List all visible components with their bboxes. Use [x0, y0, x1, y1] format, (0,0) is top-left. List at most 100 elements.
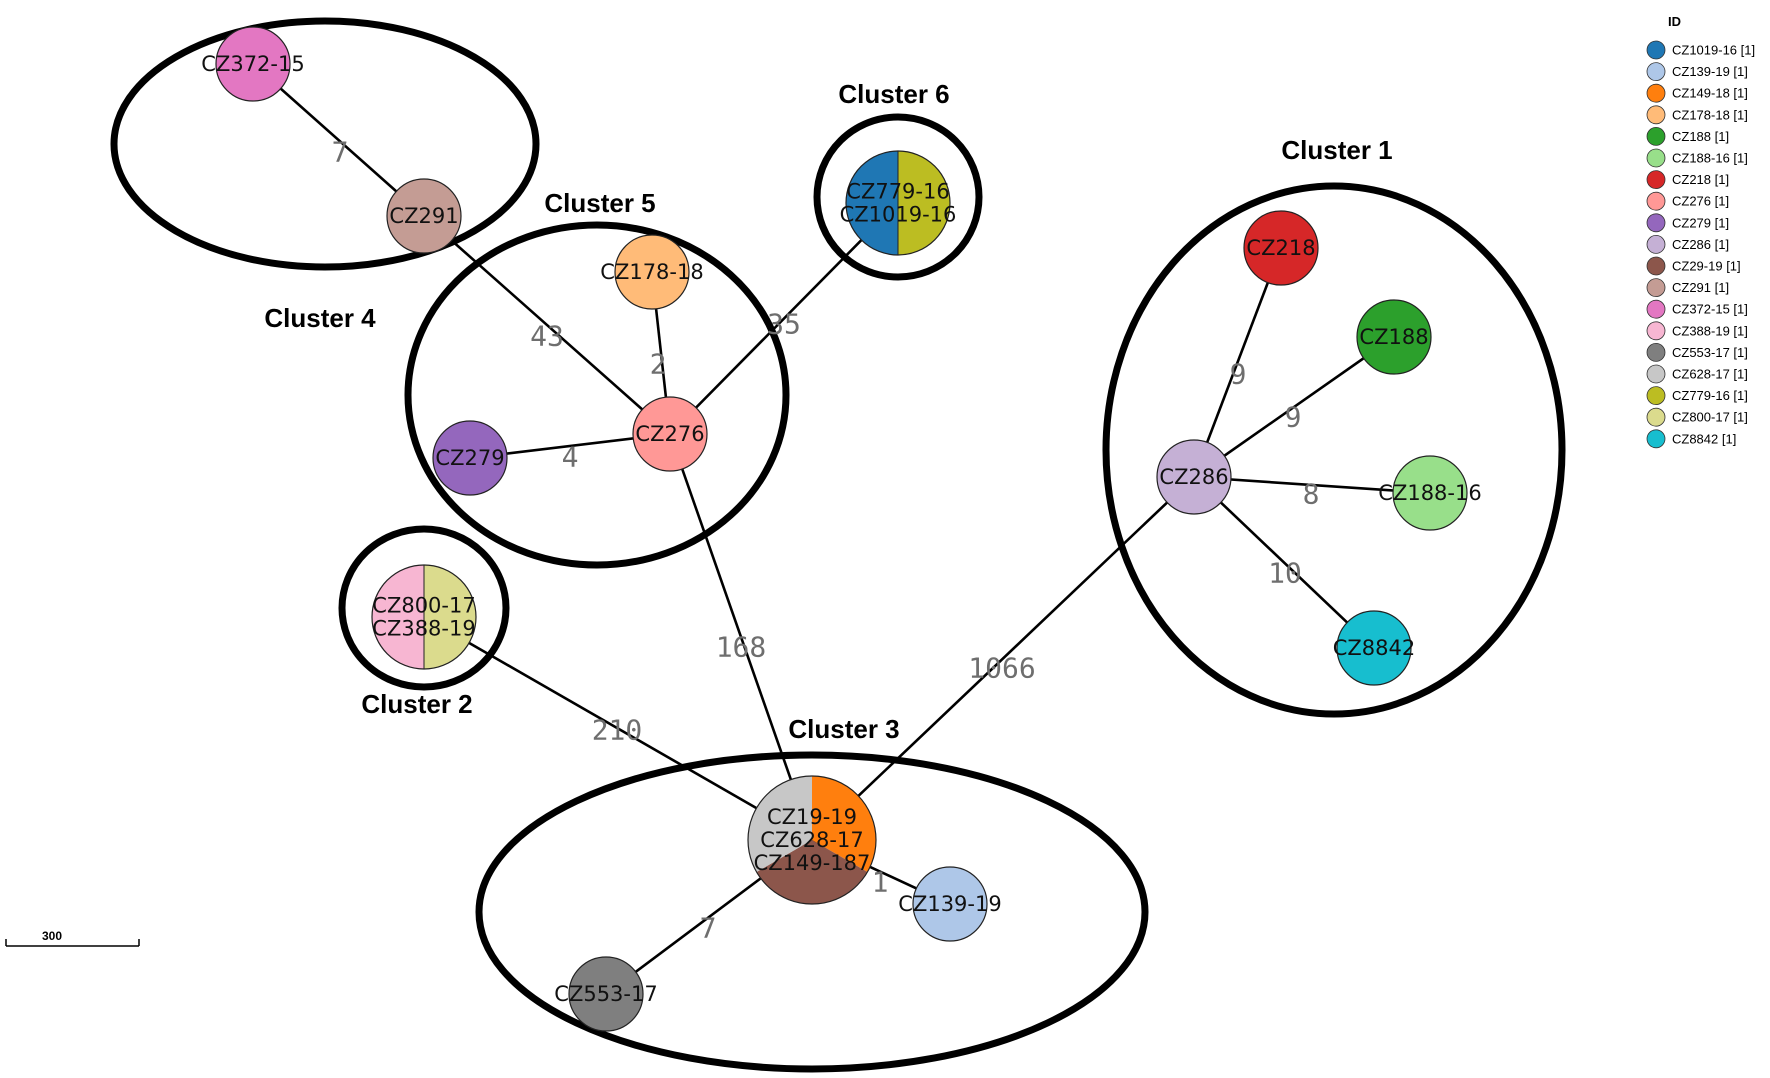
node-n_cz8842[interactable]: CZ8842 — [1333, 610, 1416, 686]
node-slice — [812, 776, 876, 872]
cluster4-outline — [110, 17, 540, 271]
edge-n_cz276-n_cluster3 — [668, 433, 814, 841]
node-n_cz286[interactable]: CZ286 — [1156, 439, 1232, 515]
node-label: CZ388-19 — [372, 617, 475, 641]
node-label: CZ279 — [435, 446, 504, 470]
node-n_cz188_16[interactable]: CZ188-16 — [1378, 455, 1482, 531]
legend-item: CZ218 [1] — [1646, 170, 1729, 190]
legend-item-label: CZ800-17 [1] — [1672, 410, 1748, 425]
cluster3-outline — [475, 751, 1149, 1073]
edge-n_cz218-n_cz286 — [1192, 247, 1283, 478]
node-label: CZ178-18 — [600, 260, 703, 284]
legend-swatch — [1646, 234, 1666, 254]
edge-distance-label: 8 — [1303, 478, 1320, 511]
node-n_cz553[interactable]: CZ553-17 — [554, 956, 658, 1032]
legend-swatch — [1646, 83, 1666, 103]
legend: ID CZ1019-16 [1]CZ139-19 [1]CZ149-18 [1]… — [1646, 14, 1755, 449]
node-outline — [432, 420, 508, 496]
node-n_cz218[interactable]: CZ218 — [1243, 210, 1319, 286]
legend-item: CZ553-17 [1] — [1646, 342, 1748, 362]
edges-layer — [252, 63, 1431, 996]
node-fill — [1337, 611, 1411, 685]
node-label: CZ628-17 — [760, 828, 863, 852]
node-slice — [898, 151, 950, 255]
node-outline — [568, 956, 644, 1032]
cluster2-outline — [338, 525, 510, 691]
legend-item-label: CZ218 [1] — [1672, 172, 1729, 187]
cluster5-outline — [404, 221, 790, 569]
node-label: CZ291 — [389, 204, 458, 228]
edge-n_cz286-n_cluster3 — [811, 476, 1195, 841]
legend-swatch — [1646, 407, 1666, 427]
node-n_cz372[interactable]: CZ372-15 — [201, 26, 305, 102]
node-slice — [424, 565, 476, 669]
node-outline — [215, 26, 291, 102]
node-n_cz139[interactable]: CZ139-19 — [898, 866, 1002, 942]
legend-swatch — [1646, 213, 1666, 233]
node-fill — [1244, 211, 1318, 285]
legend-item: CZ800-17 [1] — [1646, 407, 1748, 427]
cluster5-label: Cluster 5 — [544, 188, 655, 218]
legend-item-label: CZ279 [1] — [1672, 215, 1729, 230]
node-slice — [756, 840, 868, 904]
node-fill — [216, 27, 290, 101]
cluster2-label: Cluster 2 — [361, 689, 472, 719]
legend-item-label: CZ8842 [1] — [1672, 431, 1736, 446]
legend-item-label: CZ372-15 [1] — [1672, 302, 1748, 317]
legend-item-label: CZ188-16 [1] — [1672, 151, 1748, 166]
node-label: CZ8842 — [1333, 636, 1416, 660]
node-label: CZ1019-16 — [840, 203, 957, 227]
edge-n_cz188-n_cz286 — [1193, 335, 1395, 479]
legend-item: CZ628-17 [1] — [1646, 364, 1748, 384]
legend-item: CZ286 [1] — [1646, 234, 1729, 254]
legend-swatch — [1646, 170, 1666, 190]
node-outline — [845, 150, 951, 256]
cluster-hulls — [110, 17, 1566, 1073]
node-n_cz178[interactable]: CZ178-18 — [600, 234, 704, 310]
edge-distance-label: 43 — [530, 320, 564, 353]
node-fill — [387, 179, 461, 253]
legend-title: ID — [1668, 14, 1681, 29]
legend-item-label: CZ628-17 [1] — [1672, 367, 1748, 382]
legend-item: CZ139-19 [1] — [1646, 62, 1748, 81]
edge-distance-label: 9 — [1230, 358, 1247, 391]
edge-distance-label: 7 — [700, 912, 717, 945]
node-n_cz291[interactable]: CZ291 — [386, 178, 462, 254]
node-n_cz188[interactable]: CZ188 — [1356, 299, 1432, 375]
legend-swatch — [1646, 40, 1666, 60]
node-n_cz276[interactable]: CZ276 — [632, 396, 708, 472]
node-outline — [1243, 210, 1319, 286]
node-outline — [747, 775, 877, 905]
node-outline — [614, 234, 690, 310]
legend-item: CZ149-18 [1] — [1646, 83, 1748, 103]
edge-distance-label: 10 — [1268, 557, 1302, 590]
legend-item: CZ291 [1] — [1646, 278, 1729, 298]
edge-distance-label: 210 — [592, 714, 643, 747]
node-n_cz279[interactable]: CZ279 — [432, 420, 508, 496]
legend-item: CZ276 [1] — [1646, 191, 1729, 211]
node-label: CZ188-16 — [1378, 481, 1481, 505]
node-fill — [1393, 456, 1467, 530]
node-outline — [371, 564, 477, 670]
cluster3-label: Cluster 3 — [788, 714, 899, 744]
legend-item: CZ188-16 [1] — [1646, 148, 1748, 168]
node-slice — [372, 565, 424, 669]
legend-swatch — [1646, 126, 1666, 146]
edge-distance-label: 35 — [767, 308, 801, 341]
node-label: CZ800-17 — [372, 594, 475, 618]
legend-swatch — [1646, 105, 1666, 125]
legend-item: CZ279 [1] — [1646, 213, 1729, 233]
legend-swatch — [1646, 62, 1666, 81]
node-outline — [386, 178, 462, 254]
node-fill — [569, 957, 643, 1031]
node-fill — [913, 867, 987, 941]
legend-item-label: CZ291 [1] — [1672, 280, 1729, 295]
node-label: CZ19-19 — [767, 805, 857, 829]
legend-swatch — [1646, 321, 1666, 341]
node-label: CZ149-187 — [754, 851, 871, 875]
